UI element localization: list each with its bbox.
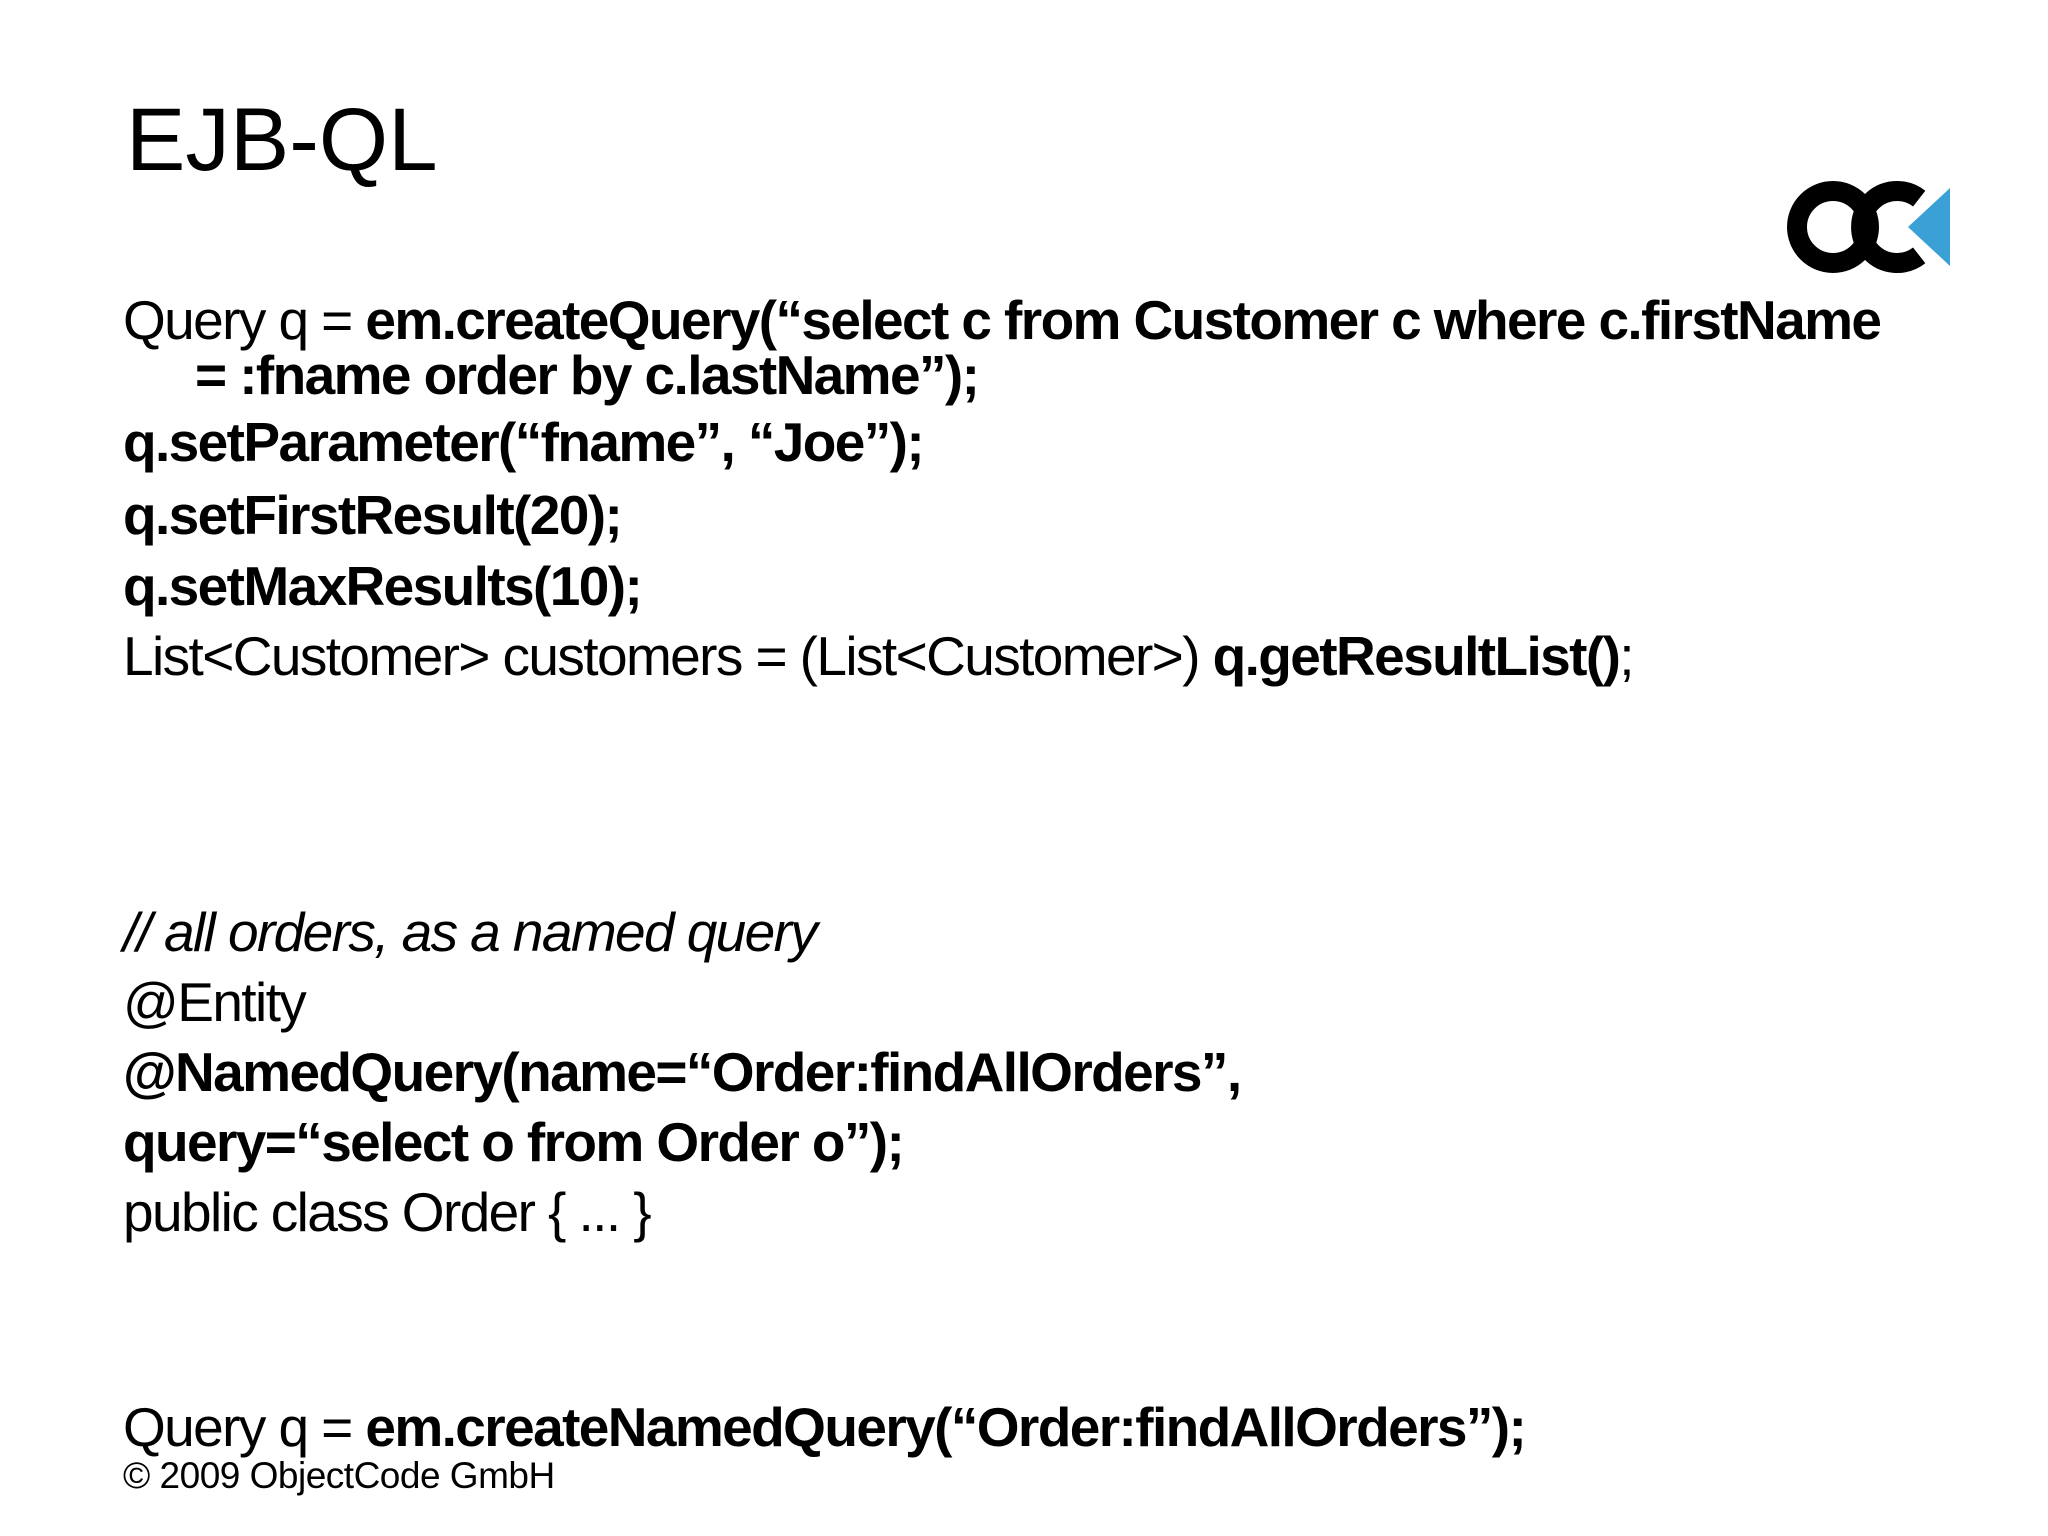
code-segment: q.getResultList()	[1212, 625, 1621, 687]
code-line-query-attribute: query=“select o from Order o”);	[123, 1111, 905, 1174]
code-segment: q.setParameter(“fname”, “Joe”);	[123, 411, 925, 473]
objectcode-logo-icon	[1783, 180, 1955, 275]
code-comment-named-query: // all orders, as a named query	[123, 901, 818, 964]
code-segment: public class Order { ... }	[123, 1181, 652, 1243]
code-line-entity-annotation: @Entity	[123, 971, 307, 1034]
code-segment: q.setMaxResults(10);	[123, 555, 643, 617]
page-title: EJB-QL	[126, 89, 438, 189]
title-separator-line	[100, 225, 1906, 228]
code-segment: em.createNamedQuery(“Order:findAllOrders…	[365, 1396, 1526, 1458]
logo-triangle	[1908, 188, 1950, 266]
code-line-create-query-wrap: = :fname order by c.lastName”);	[195, 344, 980, 407]
code-line-set-parameter: q.setParameter(“fname”, “Joe”);	[123, 411, 925, 474]
code-segment: // all orders, as a named query	[123, 901, 818, 963]
copyright-footer: © 2009 ObjectCode GmbH	[123, 1455, 555, 1496]
code-segment: Query q =	[123, 1396, 366, 1458]
code-segment: em.createQuery(“select c from Customer c…	[365, 289, 1882, 351]
code-line-public-class-order: public class Order { ... }	[123, 1181, 652, 1244]
code-segment: = :fname order by c.lastName”);	[195, 344, 980, 406]
code-segment: query=“select o from Order o”);	[123, 1111, 905, 1173]
code-segment: Query q =	[123, 289, 366, 351]
code-segment: @Entity	[123, 971, 307, 1033]
code-segment: @NamedQuery(name=“Order:findAllOrders”,	[123, 1041, 1242, 1103]
code-segment: ;	[1619, 625, 1634, 687]
code-segment: q.setFirstResult(20);	[123, 484, 623, 546]
logo-letter-c	[1851, 181, 1926, 273]
code-line-set-first-result: q.setFirstResult(20);	[123, 484, 623, 547]
code-line-named-query-annotation: @NamedQuery(name=“Order:findAllOrders”,	[123, 1041, 1242, 1104]
code-line-create-query: Query q = em.createQuery(“select c from …	[123, 289, 1882, 352]
code-line-set-max-results: q.setMaxResults(10);	[123, 555, 643, 618]
code-line-get-result-list: List<Customer> customers = (List<Custome…	[123, 625, 1635, 688]
code-segment: List<Customer> customers = (List<Custome…	[123, 625, 1213, 687]
code-line-create-named-query: Query q = em.createNamedQuery(“Order:fin…	[123, 1396, 1527, 1459]
